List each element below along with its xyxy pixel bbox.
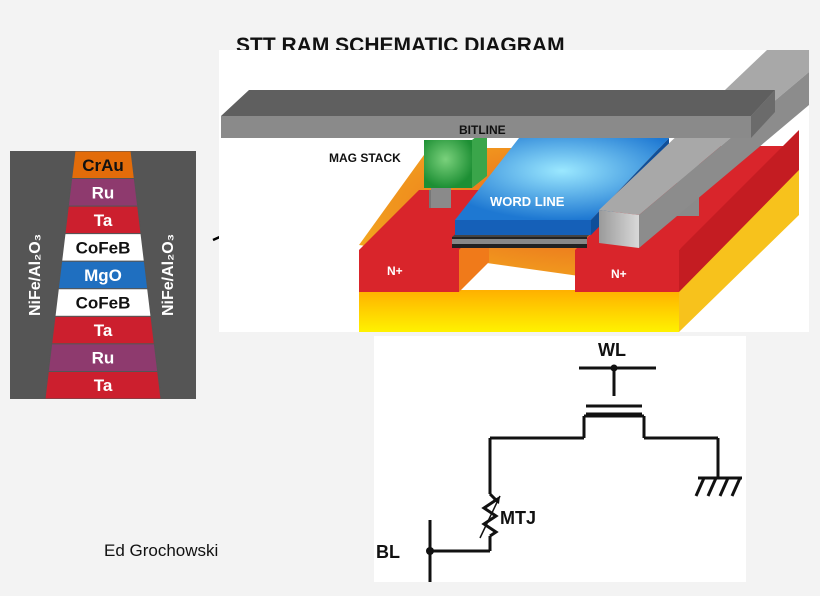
side-label-left: NiFe/Al₂O₃: [27, 234, 44, 316]
stack-layer-label: Ta: [94, 376, 113, 395]
diffusion-left-front: [359, 250, 459, 292]
bitline-top: [221, 90, 775, 116]
wl-label: WL: [598, 340, 626, 360]
diffusion-right-front: [575, 250, 679, 292]
n-plus-left: N+: [387, 264, 403, 278]
rail-front: [599, 210, 639, 248]
device-3d-panel: N+ N+ WORD LINE BITLINE MAG STACK: [219, 50, 809, 332]
stack-layer-label: MgO: [84, 266, 122, 285]
word-line-label: WORD LINE: [490, 194, 565, 209]
circuit-schematic: WL MTJ BL: [374, 336, 746, 582]
stack-layer: [44, 370, 162, 399]
circuit: WL MTJ BL: [376, 340, 742, 582]
mag-stack-label: MAG STACK: [329, 151, 401, 165]
stack-layer-label: CrAu: [82, 156, 124, 175]
bitline-label: BITLINE: [459, 123, 506, 137]
stack-layer-label: Ta: [94, 211, 113, 230]
side-label-right: NiFe/Al₂O₃: [160, 234, 177, 316]
word-line-front: [455, 220, 591, 235]
bitline-front: [221, 116, 751, 138]
substrate-front: [359, 290, 679, 332]
mag-stack-front: [424, 140, 472, 188]
stack-layer-label: Ru: [92, 349, 115, 368]
mtj-label: MTJ: [500, 508, 536, 528]
substrate-side: [679, 170, 799, 332]
bl-label: BL: [376, 542, 400, 562]
device-3d: N+ N+ WORD LINE BITLINE MAG STACK: [221, 50, 809, 332]
stack-layer-label: Ta: [94, 321, 113, 340]
author-credit: Ed Grochowski: [104, 541, 219, 560]
n-plus-right: N+: [611, 267, 627, 281]
word-line-top: [455, 138, 669, 220]
diagram-title: STT RAM SCHEMATIC DIAGRAM: [236, 34, 565, 53]
stack-layer-label: Ru: [92, 183, 115, 202]
stack-layer-label: CoFeB: [76, 238, 131, 257]
diffusion-right-side: [679, 130, 799, 292]
stack-layer-label: CoFeB: [76, 294, 131, 313]
